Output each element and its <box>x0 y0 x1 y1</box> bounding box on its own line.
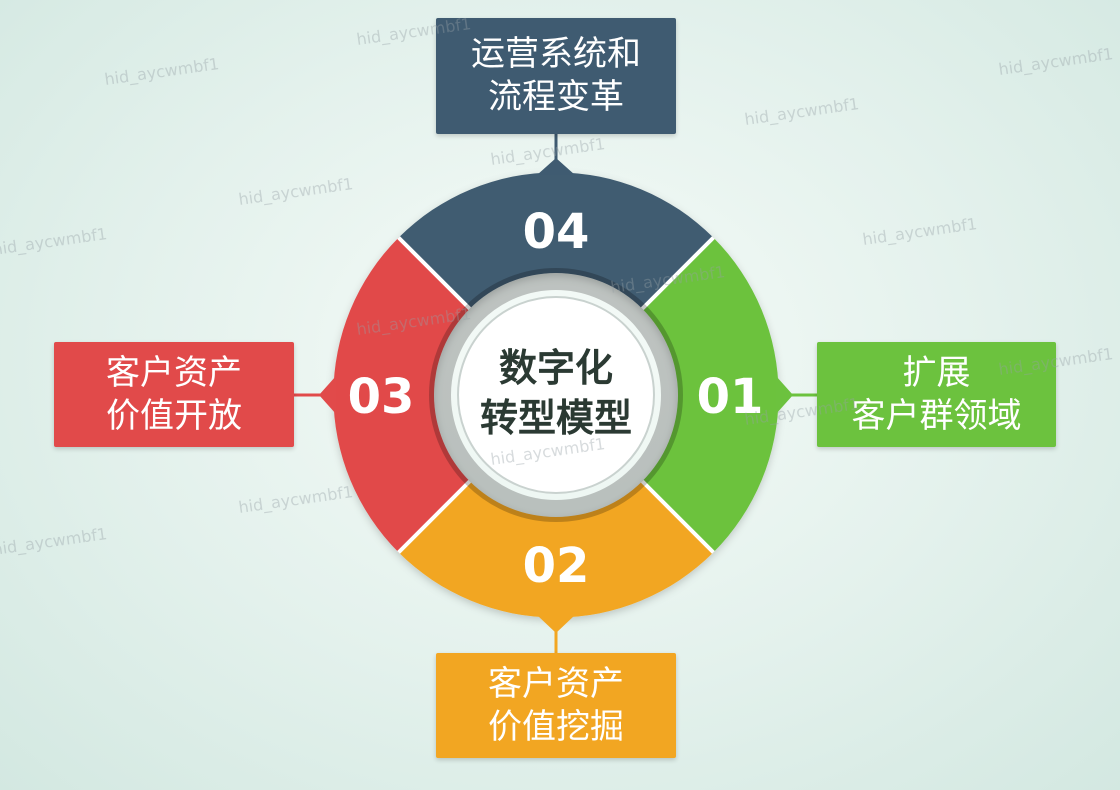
label-01-line2: 客户群领域 <box>851 395 1022 436</box>
label-03-line2: 价值开放 <box>106 395 242 436</box>
inner-shadow-ring <box>429 268 683 522</box>
segment-03 <box>333 237 470 553</box>
label-box-01: 扩展 客户群领域 <box>817 342 1056 447</box>
pointer-02 <box>537 615 575 633</box>
center-title-line2: 转型模型 <box>480 396 632 440</box>
center-disc-border <box>457 296 655 494</box>
center-disc <box>458 297 654 493</box>
label-01-line1: 扩展 <box>902 352 971 393</box>
segment-separators <box>397 236 715 554</box>
label-02-line2: 价值挖掘 <box>488 706 624 747</box>
center-title-line1: 数字化 <box>499 346 613 390</box>
segment-pointers <box>319 158 793 633</box>
label-02-line1: 客户资产 <box>488 663 624 704</box>
pointer-04 <box>537 158 575 175</box>
segment-number-03: 03 <box>348 369 415 425</box>
label-04-line2: 流程变革 <box>488 77 624 117</box>
segment-number-01: 01 <box>697 369 764 425</box>
label-box-03: 客户资产 价值开放 <box>54 342 294 447</box>
label-box-02: 客户资产 价值挖掘 <box>436 653 676 758</box>
pointer-03 <box>319 376 336 414</box>
segment-number-02: 02 <box>523 538 590 594</box>
pointer-01 <box>776 376 793 414</box>
label-03-line1: 客户资产 <box>106 352 242 393</box>
segment-02 <box>398 481 714 618</box>
segment-04 <box>398 172 714 309</box>
label-box-04: 运营系统和 流程变革 <box>436 18 676 134</box>
label-04-line1: 运营系统和 <box>471 34 641 74</box>
outer-ring <box>333 172 779 618</box>
segment-number-04: 04 <box>523 204 590 260</box>
segment-01 <box>642 237 779 553</box>
